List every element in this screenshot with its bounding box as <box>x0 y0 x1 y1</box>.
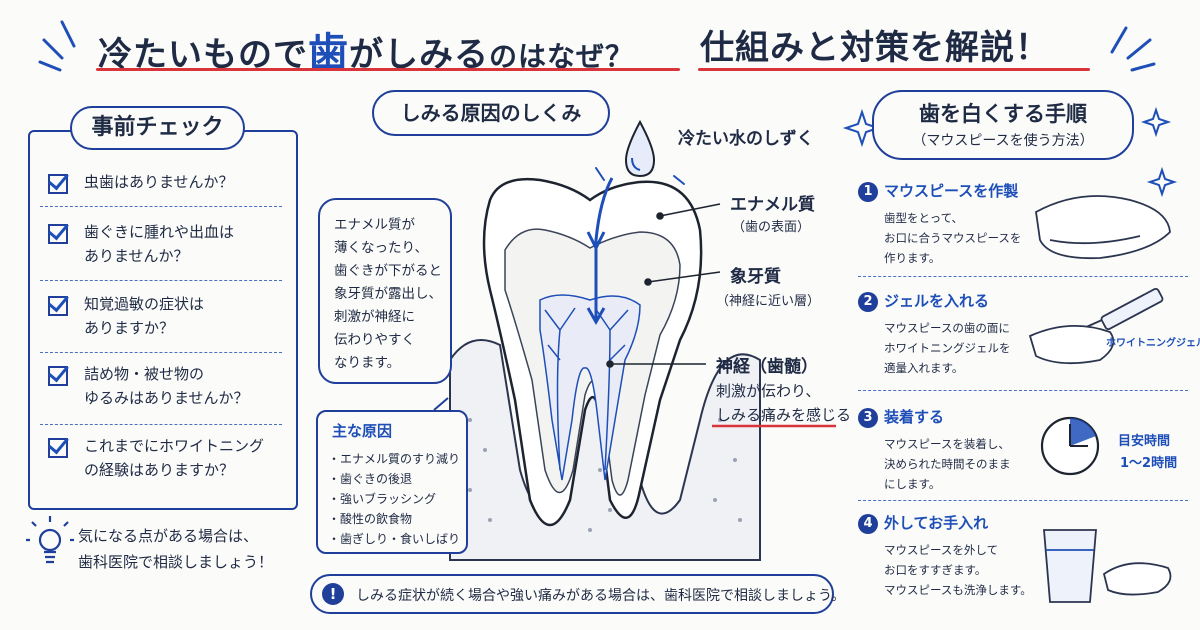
time-value: 1〜2時間 <box>1120 456 1178 471</box>
step-heading: ジェルを入れる <box>884 292 990 310</box>
divider <box>40 280 282 281</box>
step-body: マウスピースの歯の面に ホワイトニングジェルを 適量入れます。 <box>884 321 1011 375</box>
sparkle-stroke-icon <box>42 38 64 60</box>
step-number: 4 <box>858 514 878 534</box>
star-icon <box>842 108 882 148</box>
sparkle-stroke-icon <box>38 60 62 72</box>
check-item-text: 歯ぐきに腫れや出血は ありませんか？ <box>84 223 235 265</box>
hint-line1: 気になる点がある場合は、 <box>78 527 259 545</box>
sparkle-stroke-icon <box>60 20 76 48</box>
step-number: 1 <box>858 182 878 202</box>
checkbox-checked-icon <box>48 438 68 458</box>
time-label: 目安時間 <box>1118 434 1171 449</box>
step-body: 歯型をとって、 お口に合うマウスピースを 作ります。 <box>884 211 1022 265</box>
dentin-sublabel: （神経に近い層） <box>716 294 821 309</box>
cause-item: ・強いブラッシング <box>328 492 437 506</box>
mouthpiece-illustration <box>1028 325 1115 365</box>
title-underline <box>698 68 1090 71</box>
title-underline <box>96 68 680 71</box>
cause-item: ・歯ぐきの後退 <box>328 472 413 486</box>
checkbox-checked-icon <box>48 224 68 244</box>
sparkle-stroke-icon <box>1130 62 1156 72</box>
step-number: 3 <box>858 408 878 428</box>
mouthpiece-illustration <box>1035 195 1171 260</box>
consult-notice: ! しみる症状が続く場合や強い痛みがある場合は、歯科医院で相談しましょう。 <box>310 574 845 614</box>
precheck-title: 事前チェック <box>70 106 245 150</box>
divider <box>40 206 282 207</box>
nerve-branches <box>544 307 629 471</box>
checkbox-checked-icon <box>48 296 68 316</box>
step-body: マウスピースを装着し、 決められた時間そのまま にします。 <box>884 437 1011 491</box>
hint-line2: 歯科医院で相談しましょう！ <box>78 553 274 571</box>
title-solution: 仕組みと対策を解説！ <box>700 28 1050 68</box>
dentin-leader <box>647 271 721 283</box>
enamel-label: エナメル質 <box>730 195 815 215</box>
droplet-label: 冷たい水のしずく <box>678 129 814 149</box>
syringe-icon <box>1083 287 1164 331</box>
mechanism-heading: しみる原因のしくみ <box>372 90 610 136</box>
check-item-text: 虫歯はありませんか？ <box>84 173 234 191</box>
explanation-text: エナメル質が 薄くなったり、 歯ぐきが下がると 象牙質が露出し、 刺激が神経に … <box>334 217 442 371</box>
step-heading: マウスピースを作製 <box>884 182 1019 200</box>
gel-label: ホワイトニングジェル <box>1106 338 1200 349</box>
step-number: 2 <box>858 292 878 312</box>
exclamation-icon: ! <box>322 583 344 605</box>
title-part1-small: のはなぜ？ <box>489 40 635 73</box>
nerve-label: 神経（歯髄） <box>716 357 818 377</box>
sparkle-stroke-icon <box>1126 38 1152 60</box>
consult-hint: 気になる点がある場合は、 歯科医院で相談しましょう！ <box>28 522 308 582</box>
divider <box>858 390 1188 391</box>
check-item-text: 知覚過敏の症状は ありますか？ <box>84 295 205 337</box>
mouthpiece-illustration <box>1102 562 1172 596</box>
clock-icon <box>1040 416 1100 476</box>
check-item-text: 詰め物・被せ物の ゆるみはありませんか？ <box>84 365 249 407</box>
checkbox-checked-icon <box>48 174 68 194</box>
step-heading: 外してお手入れ <box>884 514 989 532</box>
stimulus-arrow <box>594 177 614 320</box>
checkbox-checked-icon <box>48 366 68 386</box>
step-heading: 装着する <box>884 408 945 426</box>
water-droplet-icon <box>624 119 656 178</box>
enamel-leader <box>659 203 721 217</box>
main-causes-box: 主な原因 ・エナメル質のすり減り ・歯ぐきの後退 ・強いブラッシング ・酸性の飲… <box>316 410 468 554</box>
steps-subtitle: （マウスピースを使う方法） <box>912 133 1094 149</box>
divider <box>40 424 282 425</box>
gum-texture <box>468 418 742 532</box>
cause-item: ・酸性の飲食物 <box>328 512 413 526</box>
star-icon <box>1140 106 1172 138</box>
step-body: マウスピースを外して お口をすすぎます。 マウスピースも洗浄します。 <box>884 543 1032 597</box>
notice-text: しみる症状が続く場合や強い痛みがある場合は、歯科医院で相談しましょう。 <box>356 588 846 604</box>
cause-item: ・歯ぎしり・食いしばり <box>328 532 461 546</box>
dentin-label: 象牙質 <box>730 267 781 287</box>
divider <box>858 500 1188 501</box>
lightbulb-icon <box>26 516 74 564</box>
nerve-text-1: 刺激が伝わり、 <box>716 382 821 400</box>
causes-title: 主な原因 <box>332 422 393 440</box>
nerve-text-2: しみる痛みを感じる <box>716 406 852 424</box>
enamel-sublabel: （歯の表面） <box>732 220 811 235</box>
water-cup-icon <box>1043 529 1097 603</box>
star-icon <box>1146 166 1178 198</box>
explanation-bubble: エナメル質が 薄くなったり、 歯ぐきが下がると 象牙質が露出し、 刺激が神経に … <box>318 198 452 384</box>
divider <box>40 352 282 353</box>
pulp-nerve <box>539 294 641 481</box>
steps-title-box: 歯を白くする手順 （マウスピースを使う方法） <box>872 90 1134 160</box>
divider <box>858 276 1188 277</box>
cause-item: ・エナメル質のすり減り <box>328 452 461 466</box>
check-item-text: これまでにホワイトニング の経験はありますか？ <box>84 437 265 479</box>
page-title: 冷たいもので歯がしみるのはなぜ？ 仕組みと対策を解説！ <box>0 12 1200 76</box>
sparkle-stroke-icon <box>1110 26 1128 54</box>
steps-title: 歯を白くする手順 <box>919 102 1087 126</box>
